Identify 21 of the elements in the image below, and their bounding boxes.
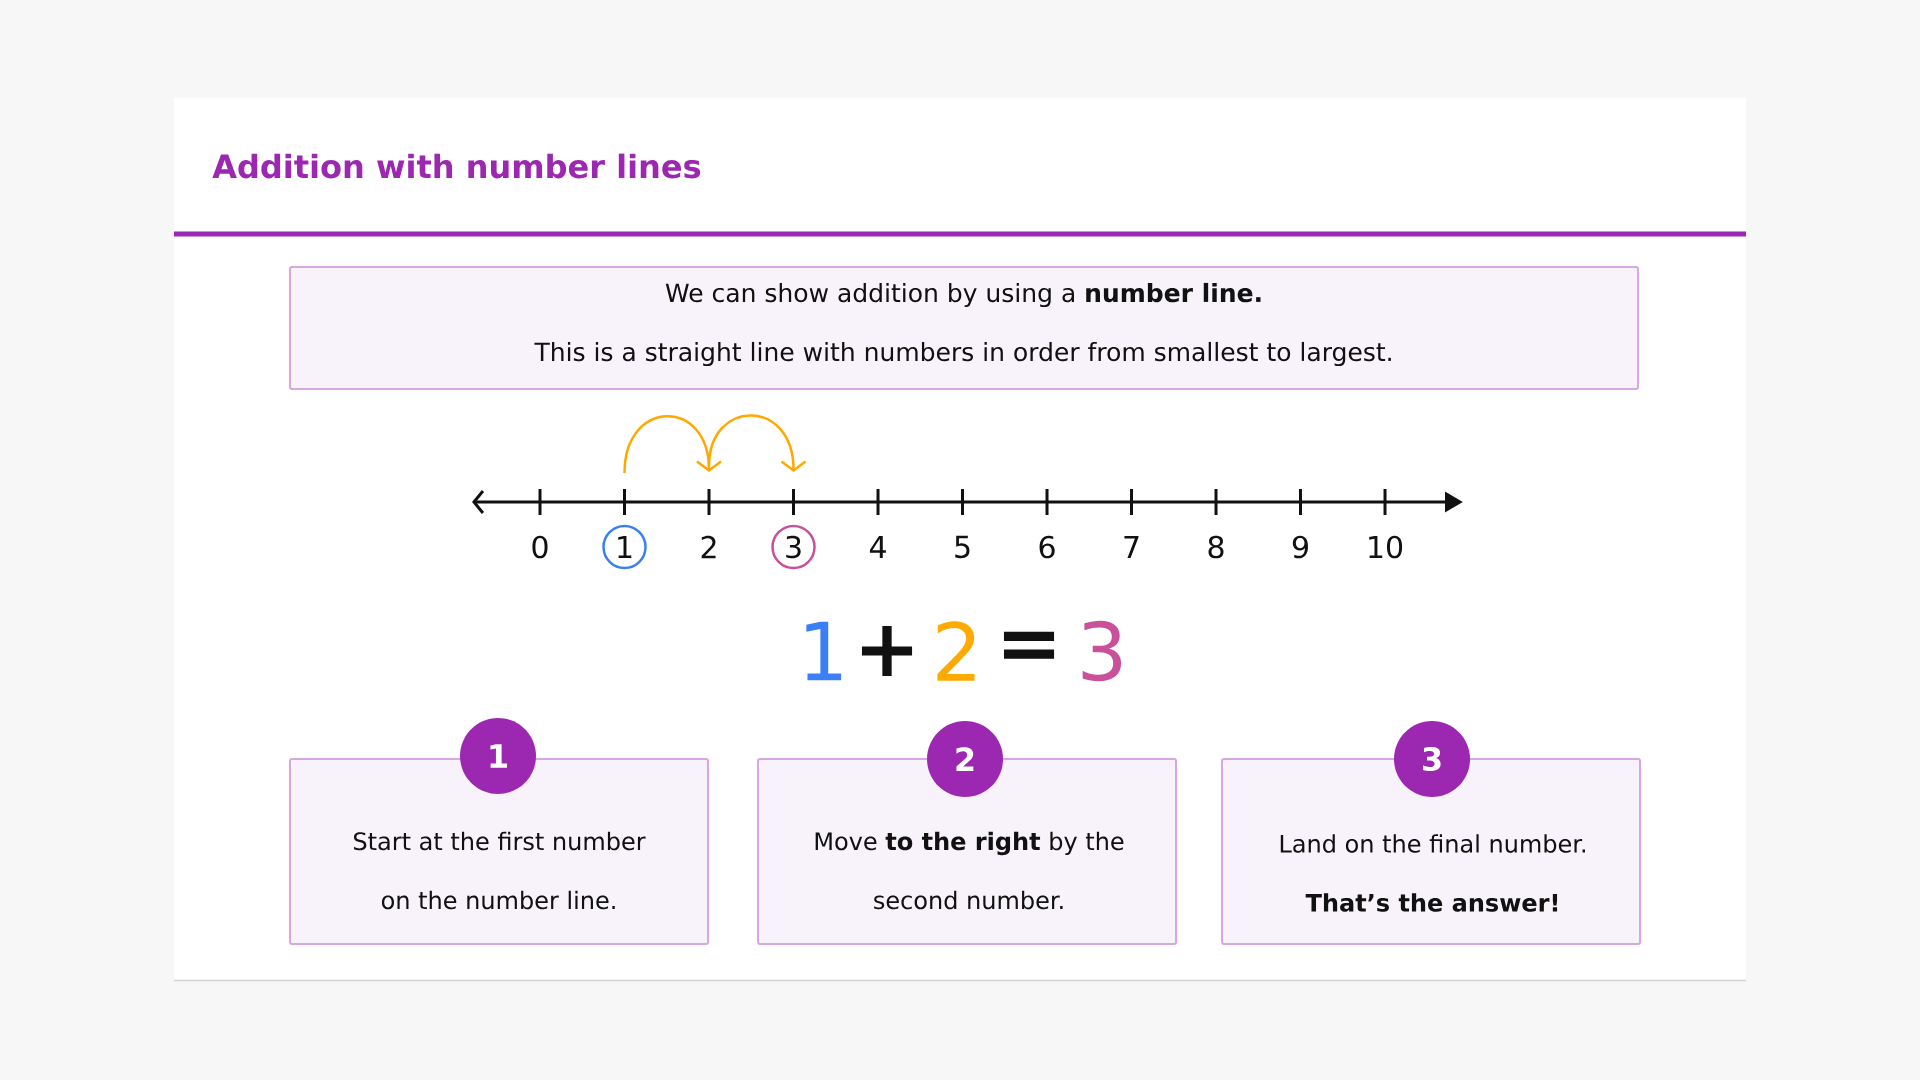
info-box: We can show addition by using a number line. This is a straight line with numbers in order from smallest to largest. xyxy=(289,266,1639,390)
tick-label: 10 xyxy=(1369,535,1403,559)
tick-label: 6 xyxy=(1039,535,1055,559)
tick-label: 7 xyxy=(1124,536,1139,558)
circled-number: 3 xyxy=(771,524,816,570)
step-badge: 3 xyxy=(1394,721,1470,797)
equation-number: 1 xyxy=(806,621,842,681)
equals-sign: = xyxy=(1003,631,1055,659)
tick-label: 4 xyxy=(869,536,886,558)
title: Addition with number lines xyxy=(212,153,701,179)
tick-label: 9 xyxy=(1292,535,1308,559)
equation-number: 2 xyxy=(937,621,975,681)
step-badge: 2 xyxy=(927,721,1003,797)
tick-label: 2 xyxy=(701,535,716,559)
circled-number: 1 xyxy=(602,524,647,570)
tick-label: 5 xyxy=(955,535,970,559)
plus-sign: + xyxy=(861,625,913,677)
equation-number: 3 xyxy=(1082,620,1122,682)
tick-label: 8 xyxy=(1208,535,1224,559)
step-badge: 1 xyxy=(460,718,536,794)
tick-label: 0 xyxy=(532,535,548,559)
